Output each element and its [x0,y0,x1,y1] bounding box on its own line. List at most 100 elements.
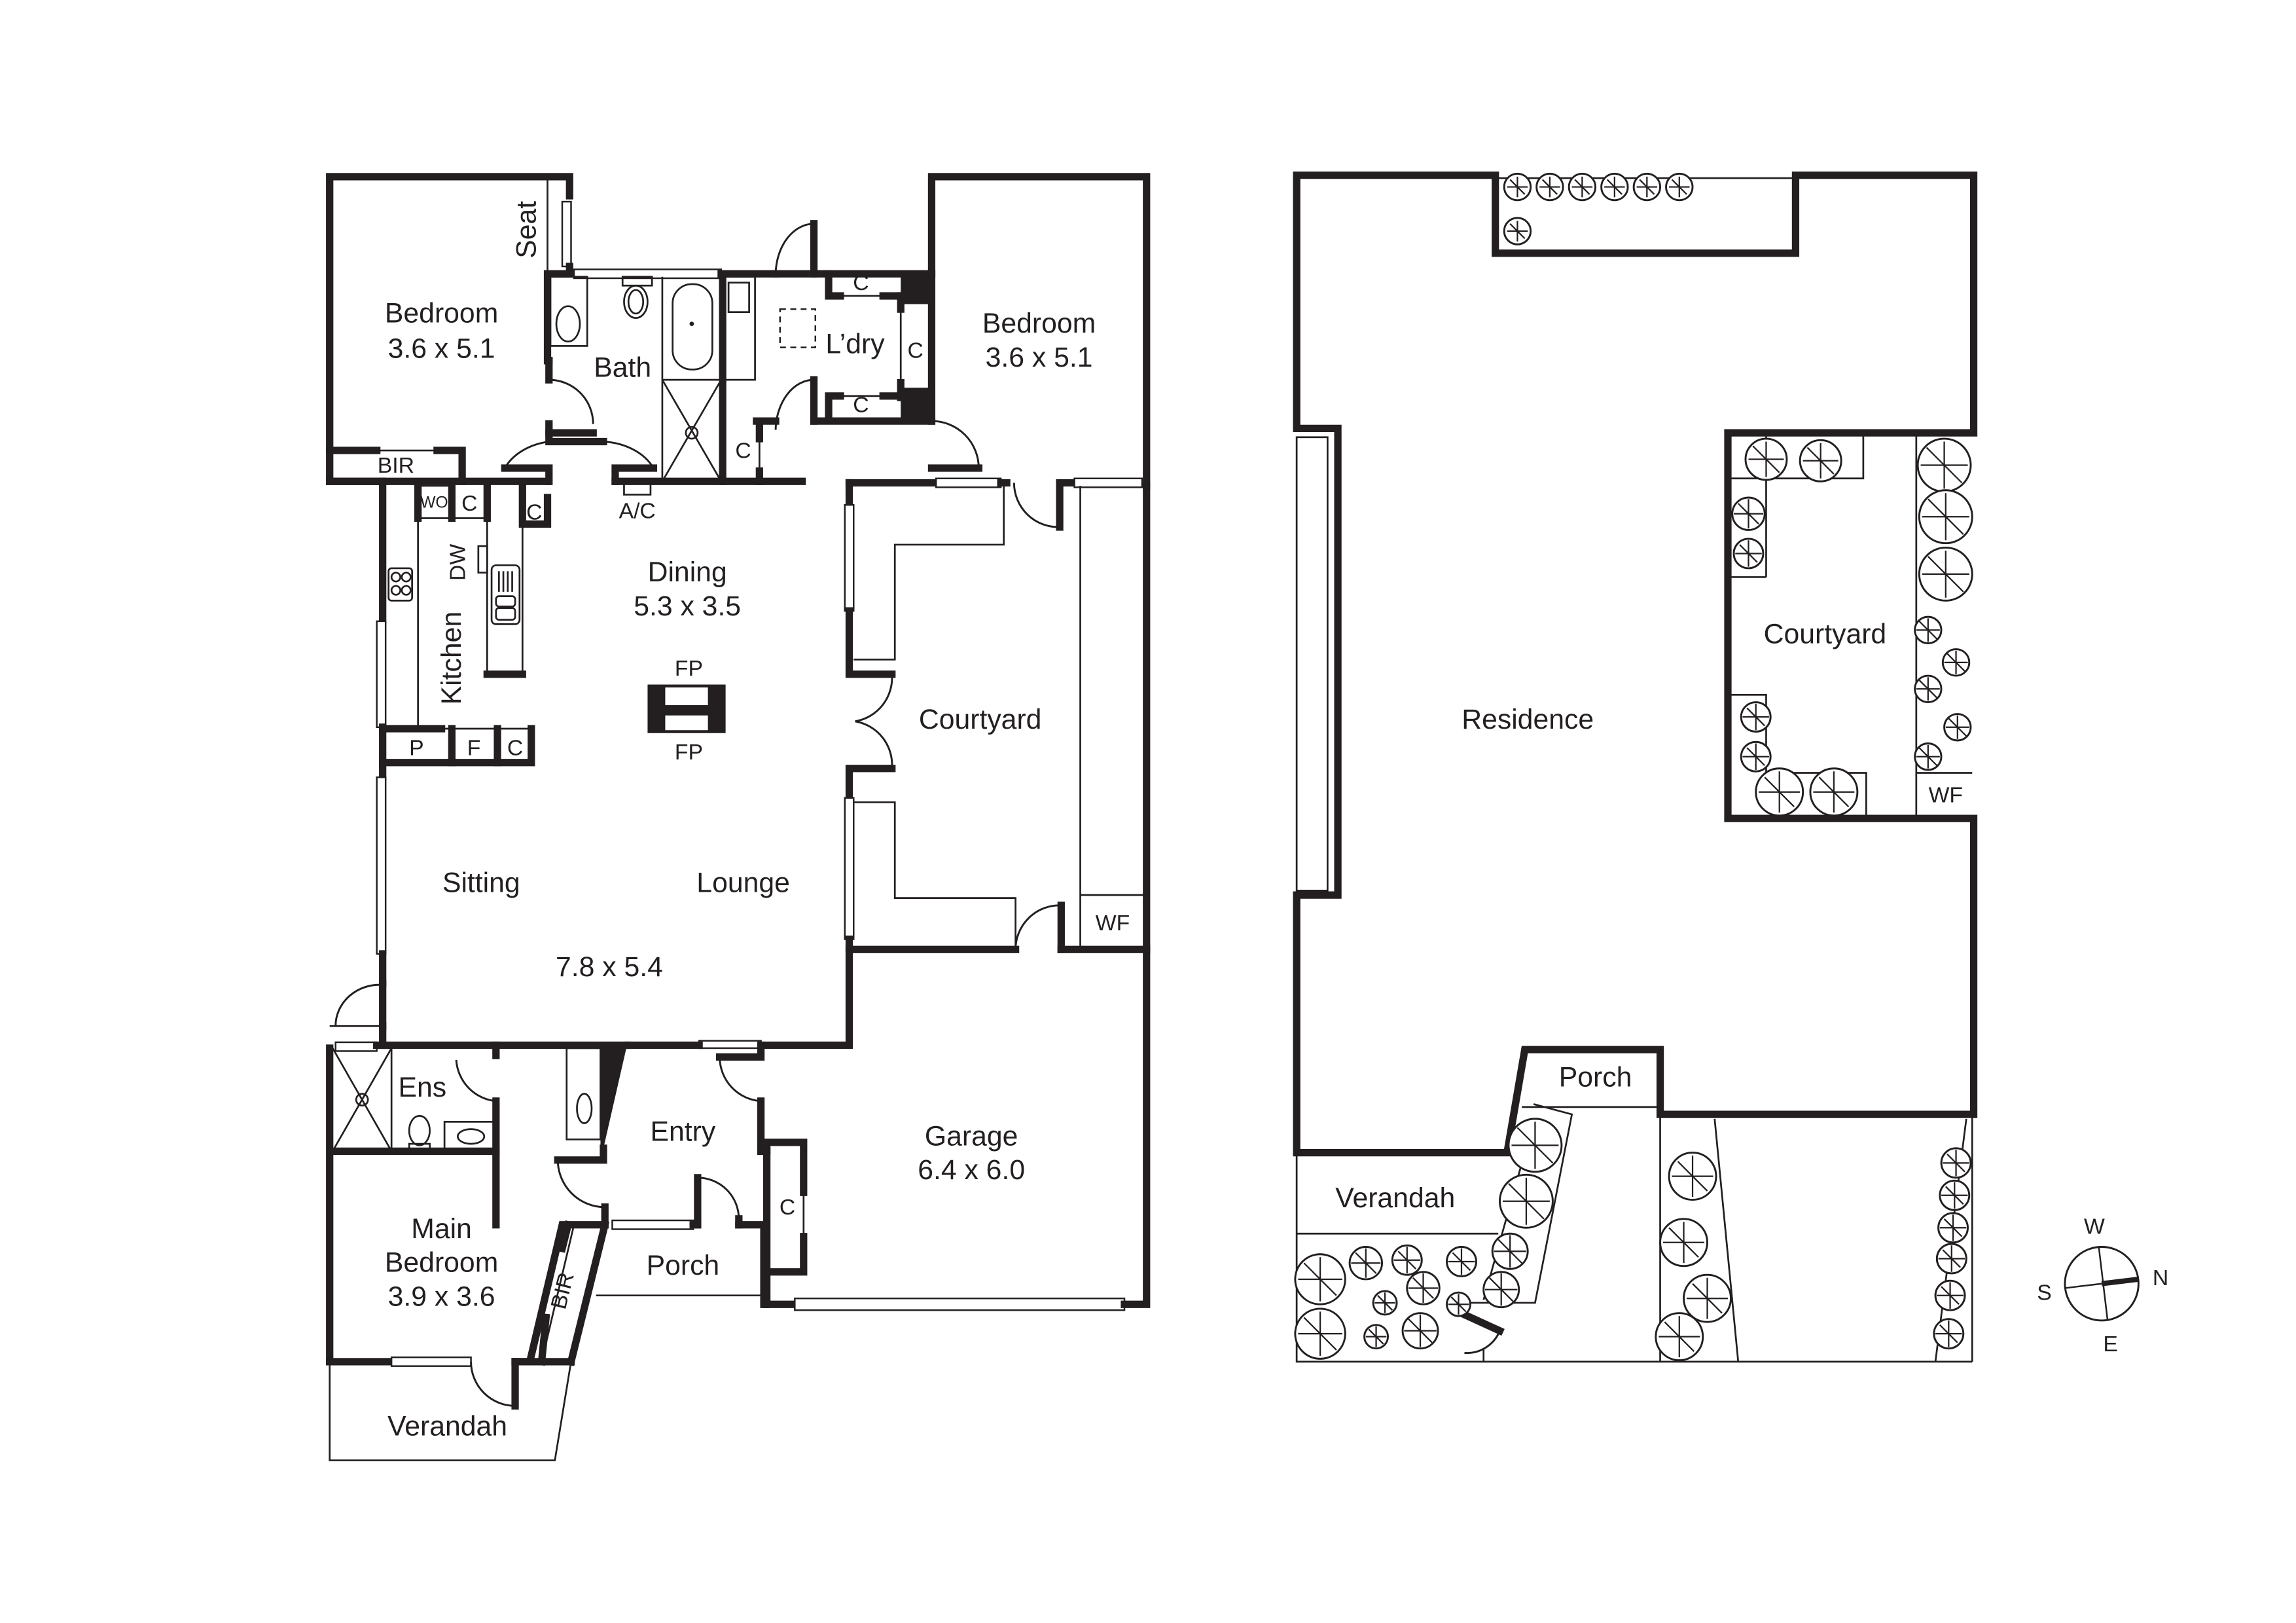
tree-icon [1943,713,1972,742]
tree-icon [1918,546,1973,602]
tree-icon [1294,1307,1346,1360]
tree-icon [1491,1232,1529,1270]
site-wf-label: WF [1929,782,1963,807]
room-main-bedroom: BIR Main Bedroom 3.9 x 3.6 [326,1213,610,1410]
main-bedroom-size: 3.9 x 3.6 [388,1281,495,1312]
tree-icon [1683,1273,1732,1323]
laundry-label: L’dry [825,329,885,360]
tree-icon [1755,767,1804,817]
tree-icon [1940,1147,1972,1179]
seat-label: Seat [511,201,543,259]
tree-icon [1507,1118,1563,1173]
tree-icon [1914,615,1943,645]
compass-west: W [2084,1214,2105,1239]
tree-icon [1918,489,1973,545]
living-size: 7.8 x 5.4 [556,951,663,983]
porch-label: Porch [647,1250,720,1281]
tree-icon [1744,437,1788,481]
tree-icon [1916,437,1972,493]
tree-icons [1294,172,1973,1362]
room-bedroom-ne: Bedroom 3.6 x 5.1 [927,173,1151,490]
room-dining-living: Dining 5.3 x 3.5 FP FP Sitting Lounge 7.… [329,479,896,1049]
tree-icon [1482,1271,1520,1309]
tree-icon [1937,1212,1969,1244]
tree-icon [1914,674,1943,704]
garage-size: 6.4 x 6.0 [918,1154,1025,1186]
bir-nw-label: BIR [378,453,414,478]
kitchen-label: Kitchen [436,611,467,704]
tree-icon [1799,439,1842,483]
tree-icon [1740,740,1772,773]
garage-label: Garage [925,1120,1018,1152]
cupboard-label: C [735,438,751,463]
compass-north: N [2153,1266,2168,1290]
tree-icon [1363,1324,1390,1350]
compass-south: S [2037,1280,2052,1305]
room-verandah: Verandah [329,1361,572,1461]
courtyard-label: Courtyard [919,704,1042,735]
fireplace-bottom-label: FP [675,740,703,765]
cupboard-label: C [853,393,869,418]
site-residence-label: Residence [1462,704,1594,735]
fridge-label: F [467,735,481,760]
tree-icon [1446,1291,1471,1317]
wf-label: WF [1096,911,1130,936]
room-garage: C Garage 6.4 x 6.0 [757,945,1151,1311]
tree-icon [1535,172,1564,202]
tree-icon [1809,767,1859,817]
main-bedroom-label-line1: Main [411,1213,472,1245]
room-laundry: C C C L’dry [753,220,936,430]
cupboard-label: C [853,270,869,295]
room-courtyard: WF Courtyard [845,477,1151,953]
site-verandah-label: Verandah [1335,1182,1455,1214]
cupboard-label: C [507,735,523,760]
tree-icon [1659,1218,1708,1267]
bedroom-ne-label: Bedroom [982,308,1096,339]
bedroom-ne-size: 3.6 x 5.1 [986,342,1093,373]
tree-icon [1939,1179,1971,1211]
dining-size: 5.3 x 3.5 [634,591,741,622]
room-porch: Porch [596,1219,768,1308]
dw-label: DW [446,544,471,581]
tree-icon [1503,172,1532,202]
verandah-label: Verandah [387,1410,507,1442]
tree-icon [1446,1246,1477,1277]
site-courtyard-label: Courtyard [1764,619,1887,650]
fireplace-top-label: FP [675,656,703,681]
dining-label: Dining [648,556,727,588]
tree-icon [1655,1312,1704,1362]
tree-icon [1632,172,1662,202]
room-kitchen: WO C DW C Kitchen [326,477,552,987]
tree-icon [1503,217,1532,246]
sitting-label: Sitting [442,867,520,899]
entry-label: Entry [651,1116,716,1148]
room-ensuite: Ens [326,1022,500,1366]
wo-label: WO [420,494,448,512]
tree-icon [1665,172,1694,202]
tree-icon [1498,1173,1554,1229]
cupboard-label: C [908,338,924,363]
main-bedroom-label-line2: Bedroom [385,1247,498,1279]
lounge-label: Lounge [696,867,790,899]
room-bedroom-nw: Bedroom 3.6 x 5.1 Seat BIR [326,173,573,485]
bath-label: Bath [594,352,651,384]
tree-icon [1401,1312,1439,1350]
ac-label: A/C [619,498,656,523]
pantry-label: P [409,735,424,760]
cupboard-label: C [526,500,542,525]
ensuite-label: Ens [399,1072,447,1103]
compass-east: E [2103,1332,2118,1357]
compass: W N S E [2037,1214,2168,1357]
bedroom-nw-size: 3.6 x 5.1 [388,333,495,364]
tree-icon [1372,1290,1398,1316]
room-entry: Entry [492,1041,765,1229]
floor-plan: Bedroom 3.6 x 5.1 Seat BIR [326,173,1151,1461]
tree-icon [1914,742,1943,771]
site-plan: Residence Porch WF Courtyard [1293,171,1978,1363]
tree-icon [1294,1253,1346,1305]
tree-icon [1740,701,1772,733]
compass-icon [2064,1246,2140,1322]
tree-icon [1935,1243,1967,1275]
room-bath: Bath A/C C [501,268,806,523]
